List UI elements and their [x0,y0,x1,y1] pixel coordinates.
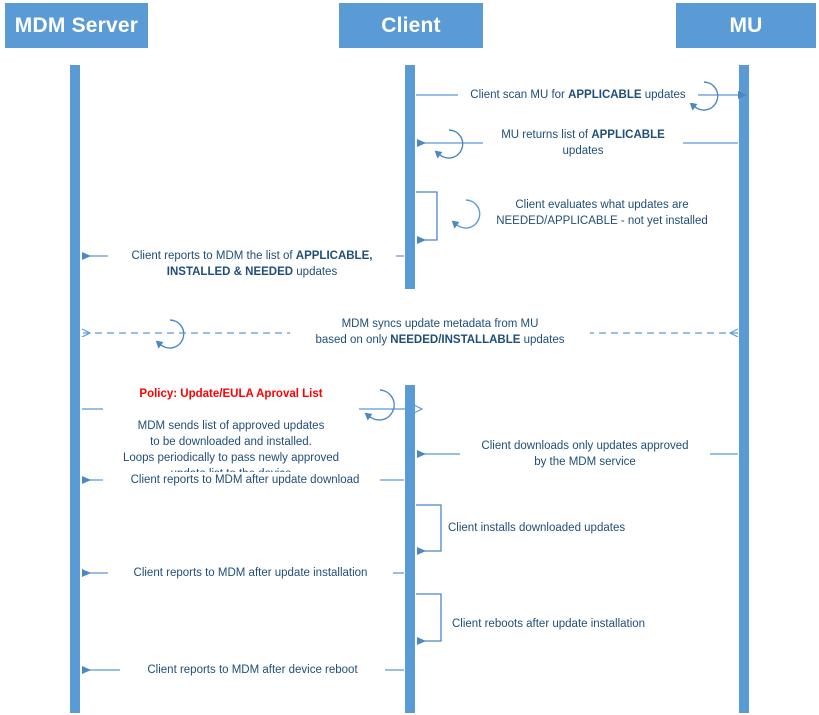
message-label-report-after-reboot: Client reports to MDM after device reboo… [120,662,385,678]
actor-header-mu[interactable]: MU [676,3,816,48]
actor-label-mu: MU [729,13,763,37]
message-label-report-after-installation: Client reports to MDM after update insta… [108,565,393,581]
actor-label-mdm-server: MDM Server [14,13,139,37]
message-self-client-evaluates [416,191,481,244]
message-self-client-installs [416,504,442,555]
actor-header-client[interactable]: Client [339,3,483,48]
message-label-client-reboots: Client reboots after update installation [452,618,646,630]
message-label-client-scan-mu: Client scan MU for APPLICABLE updates [458,87,698,103]
actor-label-client: Client [381,13,441,37]
lifeline-client [405,65,415,713]
actor-header-mdm-server[interactable]: MDM Server [5,3,148,48]
message-label-report-after-download: Client reports to MDM after update downl… [110,472,380,488]
lifeline-mdm-server [70,65,80,713]
message-label-mdm-sends-approved: Policy: Update/EULA Aproval List MDM sen… [103,370,359,482]
message-self-client-reboots [416,593,442,645]
policy-label: Policy: Update/EULA Aproval List [139,388,323,400]
message-label-client-installs: Client installs downloaded updates [448,522,626,534]
message-label-client-reports-lists: Client reports to MDM the list of APPLIC… [108,248,396,280]
lifeline-mu [739,65,749,713]
